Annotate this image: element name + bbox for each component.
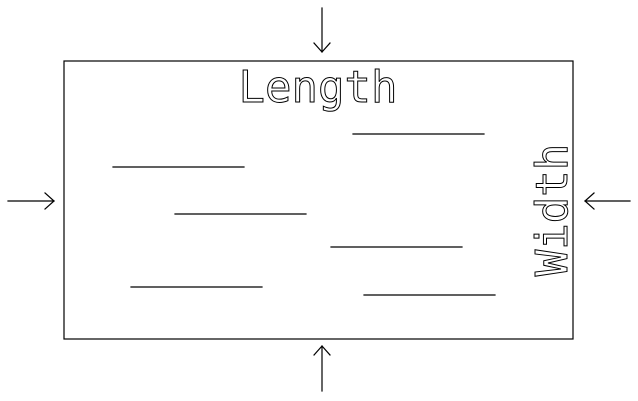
- width-label: Width: [527, 144, 578, 276]
- left-arrow-icon: [7, 192, 55, 210]
- rectangle-outline: [63, 60, 574, 340]
- length-label: Length: [239, 62, 398, 113]
- interior-lines: [112, 133, 496, 296]
- bottom-arrow-icon: [313, 345, 331, 392]
- top-arrow-icon: [313, 7, 331, 53]
- right-arrow-icon: [584, 192, 631, 210]
